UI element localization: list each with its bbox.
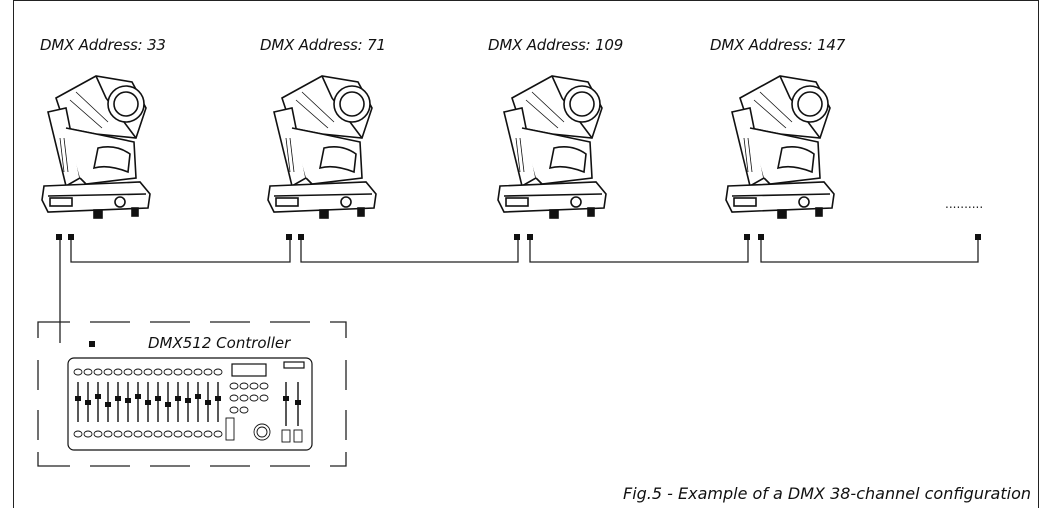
fixture-3-address: DMX Address: 109 [488, 36, 624, 54]
controller-connector [89, 341, 95, 347]
connector-3-out [527, 234, 533, 240]
link-cable-3-4 [529, 240, 749, 263]
connector-next-in [975, 234, 981, 240]
diagram-frame [13, 0, 1039, 508]
moving-head-fixture-1 [41, 75, 151, 219]
link-cable-4-next [760, 240, 979, 263]
connector-3-in [514, 234, 520, 240]
link-cable-1-2 [70, 240, 291, 263]
fixture-4-address: DMX Address: 147 [710, 36, 846, 54]
connector-4-in [744, 234, 750, 240]
connector-2-out [298, 234, 304, 240]
fixture-1-address: DMX Address: 33 [40, 36, 166, 54]
controller-label: DMX512 Controller [148, 334, 291, 352]
connector-2-in [286, 234, 292, 240]
moving-head-fixture-2 [267, 75, 377, 219]
connector-1-out [68, 234, 74, 240]
connector-1-in [56, 234, 62, 240]
moving-head-fixture-4 [725, 75, 835, 219]
connector-4-out [758, 234, 764, 240]
continuation-dots: .......... [945, 197, 983, 211]
link-cable-2-3 [300, 240, 519, 263]
dmx512-controller-console [67, 357, 313, 451]
fixture-2-address: DMX Address: 71 [260, 36, 386, 54]
moving-head-fixture-3 [497, 75, 607, 219]
figure-caption: Fig.5 - Example of a DMX 38-channel conf… [622, 484, 1031, 503]
